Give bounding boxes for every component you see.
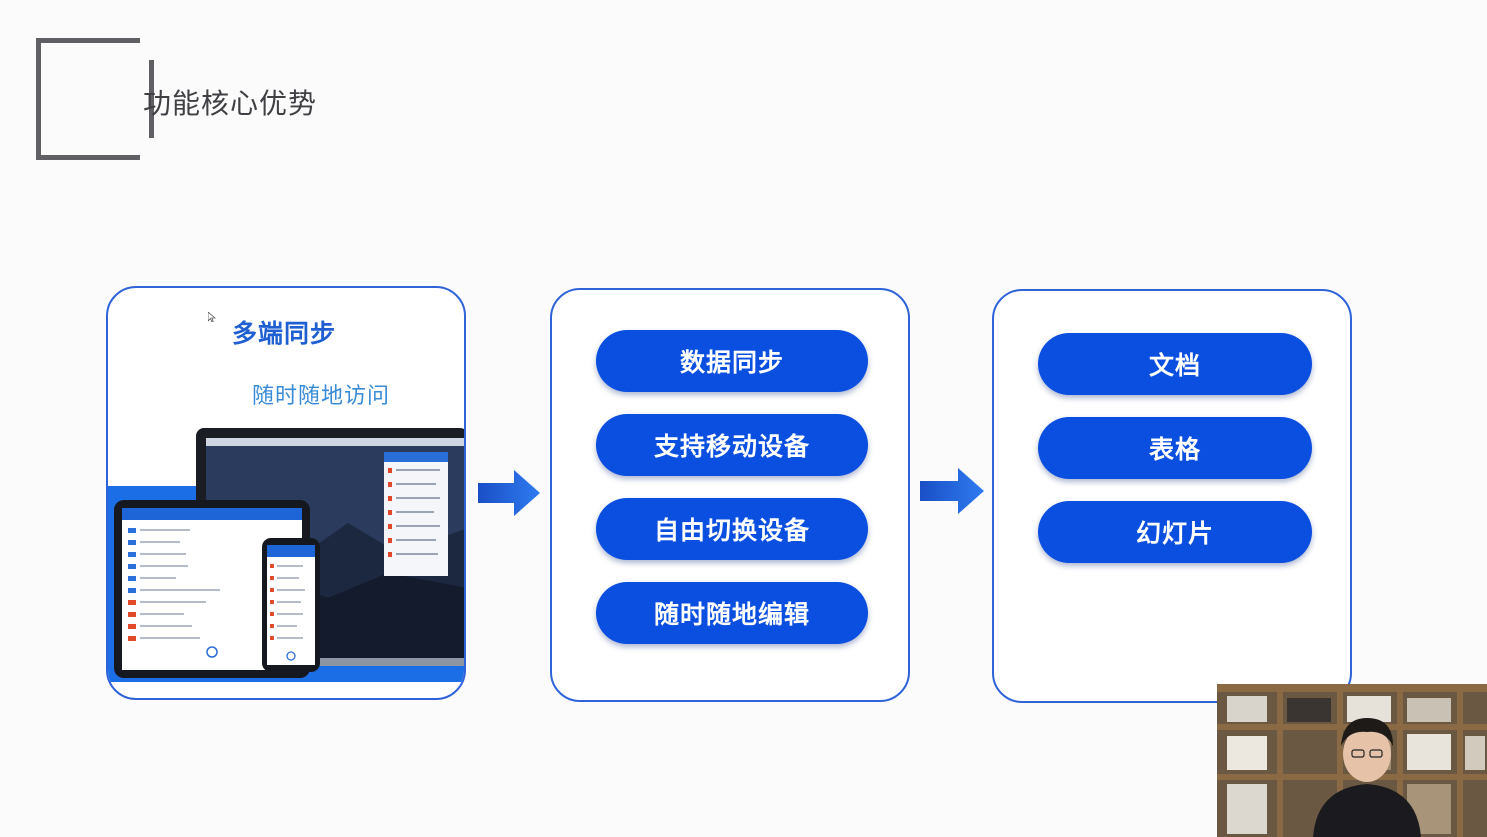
devices-illustration: [108, 428, 464, 682]
arrow-right-icon: [478, 470, 540, 516]
switch-device-button[interactable]: 自由切换设备: [596, 498, 868, 560]
bracket-gap: [140, 36, 160, 60]
edit-anywhere-button[interactable]: 随时随地编辑: [596, 582, 868, 644]
mouse-pointer-icon: [207, 311, 217, 325]
slides-button[interactable]: 幻灯片: [1038, 501, 1312, 563]
webcam-video: [1217, 684, 1487, 837]
mobile-support-button[interactable]: 支持移动设备: [596, 414, 868, 476]
multi-device-sync-card: 多端同步 随时随地访问: [106, 286, 466, 700]
bracket-gap: [140, 138, 160, 162]
data-sync-button[interactable]: 数据同步: [596, 330, 868, 392]
document-types-card: 文档 表格 幻灯片: [992, 289, 1352, 703]
arrow-right-icon: [920, 468, 984, 514]
card-title: 多端同步: [232, 319, 337, 348]
features-card: 数据同步 支持移动设备 自由切换设备 随时随地编辑: [550, 288, 910, 702]
title-bracket: [36, 38, 154, 160]
card-subtitle: 随时随地访问: [252, 384, 391, 409]
spreadsheet-button[interactable]: 表格: [1038, 417, 1312, 479]
slide-title: 功能核心优势: [143, 87, 318, 120]
document-button[interactable]: 文档: [1038, 333, 1312, 395]
